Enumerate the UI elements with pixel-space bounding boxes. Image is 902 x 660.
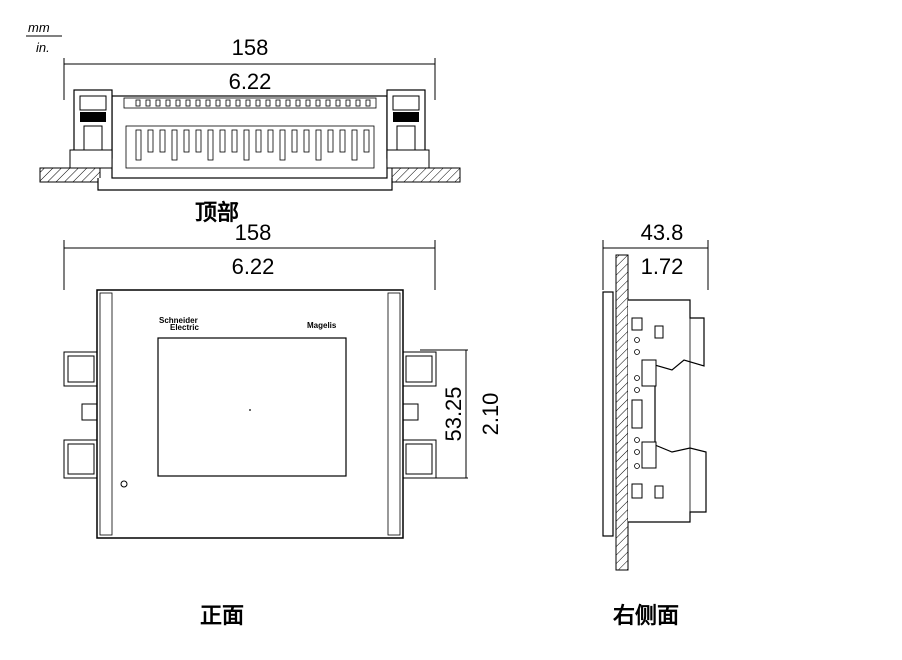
front-clips-right bbox=[401, 351, 437, 479]
front-height-mm: 53.25 bbox=[441, 386, 466, 441]
terminal-slot bbox=[159, 129, 166, 153]
vent-slot bbox=[135, 99, 141, 107]
vent-slot bbox=[305, 99, 311, 107]
terminal-slot bbox=[219, 129, 226, 153]
top-view: 158 6.22 顶部 bbox=[39, 35, 461, 225]
side-depth-in: 1.72 bbox=[641, 254, 684, 279]
terminal-slot bbox=[147, 129, 154, 153]
vent-slot bbox=[265, 99, 271, 107]
terminal-slot bbox=[327, 129, 334, 153]
front-width-mm: 158 bbox=[235, 220, 272, 245]
top-width-mm: 158 bbox=[232, 35, 269, 60]
top-width-in: 6.22 bbox=[229, 69, 272, 94]
terminal-slot bbox=[207, 129, 214, 161]
vent-slot bbox=[255, 99, 261, 107]
vent-slot bbox=[215, 99, 221, 107]
unit-in: in. bbox=[36, 40, 50, 55]
front-height-in: 2.10 bbox=[478, 393, 503, 436]
vent-slot bbox=[235, 99, 241, 107]
vent-slot bbox=[195, 99, 201, 107]
panel-section-right bbox=[391, 167, 461, 183]
vent-slot bbox=[355, 99, 361, 107]
front-screen bbox=[157, 337, 347, 477]
vent-slot bbox=[335, 99, 341, 107]
front-view-label: 正面 bbox=[200, 603, 244, 628]
unit-legend: mm in. bbox=[26, 20, 62, 55]
terminal-slot bbox=[183, 129, 190, 153]
side-bezel bbox=[602, 291, 614, 537]
terminal-slot bbox=[171, 129, 178, 161]
brand-electric: Electric bbox=[170, 323, 199, 332]
terminal-slot bbox=[315, 129, 322, 161]
vent-slot bbox=[165, 99, 171, 107]
vent-slot bbox=[365, 99, 371, 107]
terminal-slot bbox=[291, 129, 298, 153]
unit-mm: mm bbox=[28, 20, 50, 35]
side-panel-section bbox=[615, 254, 629, 571]
mounting-clip-right bbox=[386, 89, 430, 169]
terminal-slot bbox=[135, 129, 142, 161]
vent-slot bbox=[155, 99, 161, 107]
vent-slot bbox=[225, 99, 231, 107]
front-view: 158 6.22 Schneider Electric Magelis bbox=[63, 220, 503, 628]
vent-slot bbox=[325, 99, 331, 107]
panel-section-left bbox=[39, 167, 101, 183]
vent-slot bbox=[275, 99, 281, 107]
terminal-slot bbox=[243, 129, 250, 161]
side-view: 43.8 1.72 右侧面 bbox=[602, 220, 709, 628]
side-view-label: 右侧面 bbox=[613, 603, 679, 628]
terminal-slot bbox=[255, 129, 262, 153]
terminal-slot bbox=[231, 129, 238, 153]
top-view-label: 顶部 bbox=[195, 200, 239, 225]
vent-slot bbox=[295, 99, 301, 107]
terminal-slot bbox=[195, 129, 202, 153]
terminal-slot bbox=[279, 129, 286, 161]
brand-schneider: Schneider bbox=[159, 316, 198, 325]
status-led bbox=[120, 480, 128, 488]
terminal-slot bbox=[339, 129, 346, 153]
vent-slot bbox=[315, 99, 321, 107]
vent-slot bbox=[245, 99, 251, 107]
vent-slot bbox=[175, 99, 181, 107]
vent-slot bbox=[345, 99, 351, 107]
vent-slot bbox=[145, 99, 151, 107]
terminal-slot bbox=[363, 129, 370, 153]
front-clips-left bbox=[63, 351, 99, 479]
terminal-slot bbox=[351, 129, 358, 161]
terminal-slot bbox=[267, 129, 274, 153]
vent-slot bbox=[185, 99, 191, 107]
front-width-in: 6.22 bbox=[232, 254, 275, 279]
mounting-clip-left bbox=[69, 89, 113, 169]
terminal-slot bbox=[303, 129, 310, 153]
brand-magelis: Magelis bbox=[307, 321, 337, 330]
vent-slot bbox=[205, 99, 211, 107]
side-depth-mm: 43.8 bbox=[641, 220, 684, 245]
vent-slot bbox=[285, 99, 291, 107]
